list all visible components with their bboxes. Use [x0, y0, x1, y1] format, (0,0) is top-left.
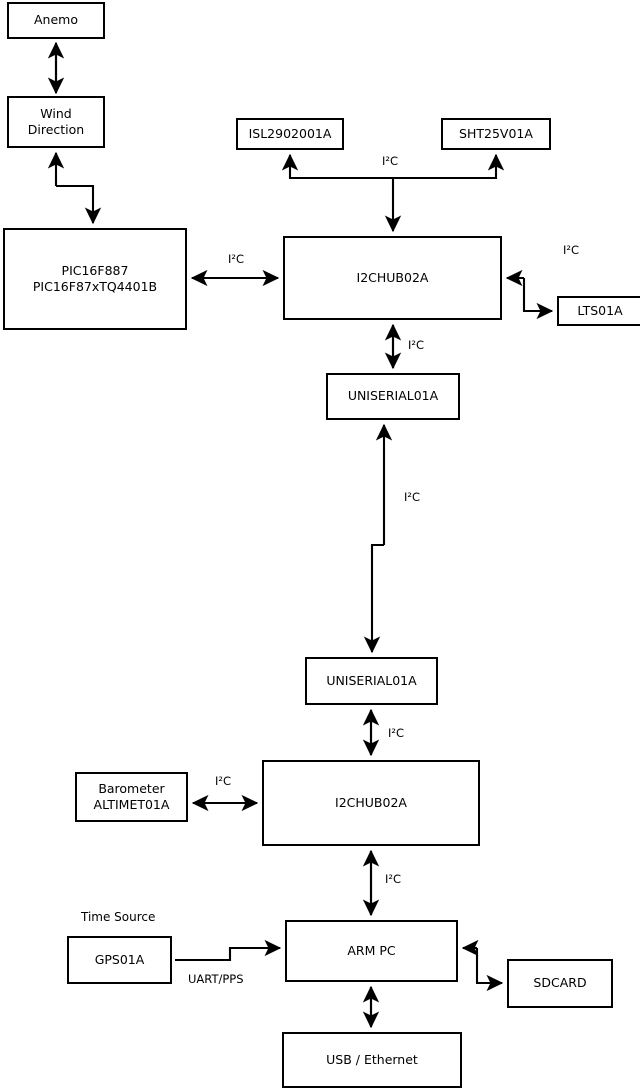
node-gps01a[interactable]: GPS01A [67, 936, 172, 984]
wire-hub-lts-out [522, 278, 554, 320]
edge-label-i2c-baro-hub: I²C [215, 774, 232, 788]
edge-label-i2c-top-bus: I²C [382, 154, 399, 168]
node-usb-ethernet[interactable]: USB / Ethernet [282, 1032, 462, 1088]
edge-label-i2c-hub-uniserial: I²C [408, 338, 425, 352]
node-anemo[interactable]: Anemo [7, 2, 105, 39]
node-pic16f887[interactable]: PIC16F887 PIC16F87xTQ4401B [3, 228, 187, 330]
node-lts01a[interactable]: LTS01A [557, 296, 640, 326]
wire-uniserial-link-down [363, 543, 384, 654]
node-uniserial01a-top[interactable]: UNISERIAL01A [326, 373, 460, 420]
node-i2chub02a-top[interactable]: I2CHUB02A [283, 236, 502, 320]
wire-bus-to-isl [281, 153, 393, 180]
node-barometer-altimet01a[interactable]: Barometer ALTIMET01A [75, 772, 188, 822]
edge-label-i2c-hub-armpc: I²C [385, 872, 402, 886]
node-wind-direction[interactable]: Wind Direction [7, 96, 105, 148]
label-time-source: Time Source [81, 910, 156, 924]
edge-label-i2c-pic-hub: I²C [228, 252, 245, 266]
node-isl2902001a[interactable]: ISL2902001A [236, 118, 344, 150]
wire-armpc-sdcard-out [475, 948, 504, 992]
node-uniserial01a-bottom[interactable]: UNISERIAL01A [305, 657, 438, 705]
wire-gps-armpc [175, 939, 282, 962]
node-sdcard[interactable]: SDCARD [507, 959, 613, 1008]
edge-label-i2c-hub-lts: I²C [563, 243, 580, 257]
node-sht25v01a[interactable]: SHT25V01A [441, 118, 551, 150]
edge-label-i2c-uniserial-link: I²C [404, 490, 421, 504]
edge-label-uart-pps: UART/PPS [188, 972, 244, 986]
node-arm-pc[interactable]: ARM PC [285, 920, 458, 982]
node-i2chub02a-bottom[interactable]: I2CHUB02A [262, 760, 480, 846]
edge-label-i2c-uniserial-hub: I²C [388, 726, 405, 740]
wire-wind-pic-down [56, 184, 102, 225]
wire-bus-to-sht [393, 153, 505, 180]
